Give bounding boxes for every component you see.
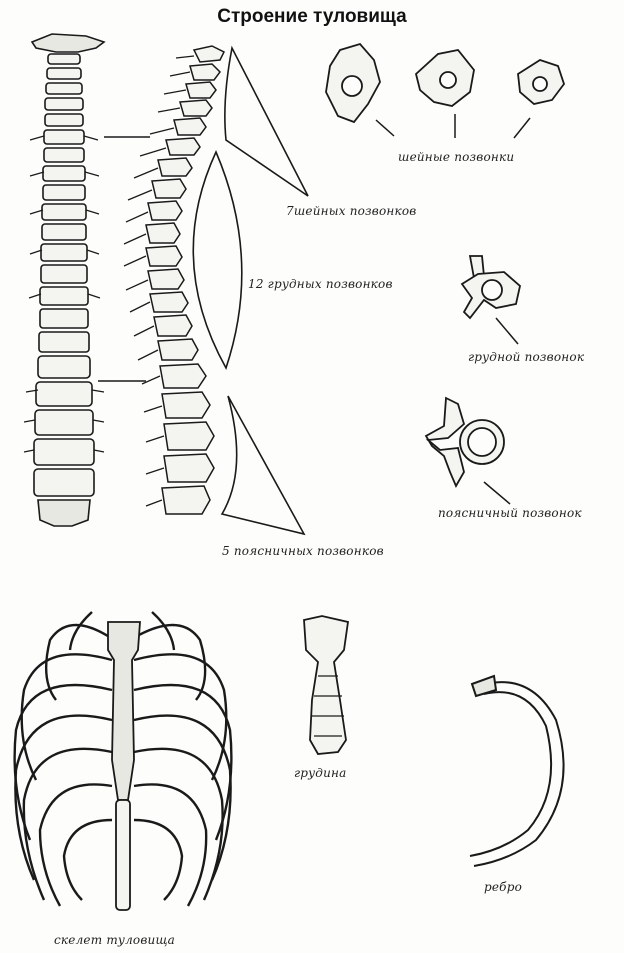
label-cervical-group: 7шейных позвонков (286, 204, 417, 218)
rib-cage-drawing (13, 611, 233, 907)
spine-front-view (23, 33, 106, 527)
label-cervical-vertebrae: шейные позвонки (398, 150, 515, 164)
sternum-drawing (303, 615, 350, 755)
rib-cage-sternum (107, 621, 141, 911)
label-trunk-skeleton: скелет туловища (54, 933, 176, 947)
spine-side-view (123, 45, 226, 515)
cervical-pointer-lines (375, 114, 531, 139)
label-thoracic-vertebra: грудной позвонок (468, 350, 585, 364)
lumbar-vertebra-drawing (424, 396, 505, 489)
group-brackets (192, 45, 309, 536)
label-lumbar-vertebra: поясничный позвонок (438, 506, 582, 520)
lumbar-pointer-line (483, 481, 511, 505)
thoracic-pointer-line (495, 317, 519, 345)
connector-lines (98, 136, 150, 382)
rib-drawing (469, 674, 565, 867)
cervical-vertebrae-drawings (325, 42, 566, 124)
label-sternum: грудина (294, 766, 347, 780)
label-rib: ребро (484, 880, 523, 894)
label-lumbar-group: 5 поясничных позвонков (222, 544, 384, 558)
page-title: Строение туловища (217, 6, 407, 27)
thoracic-vertebra-drawing (460, 255, 521, 320)
label-thoracic-group: 12 грудных позвонков (248, 277, 393, 291)
